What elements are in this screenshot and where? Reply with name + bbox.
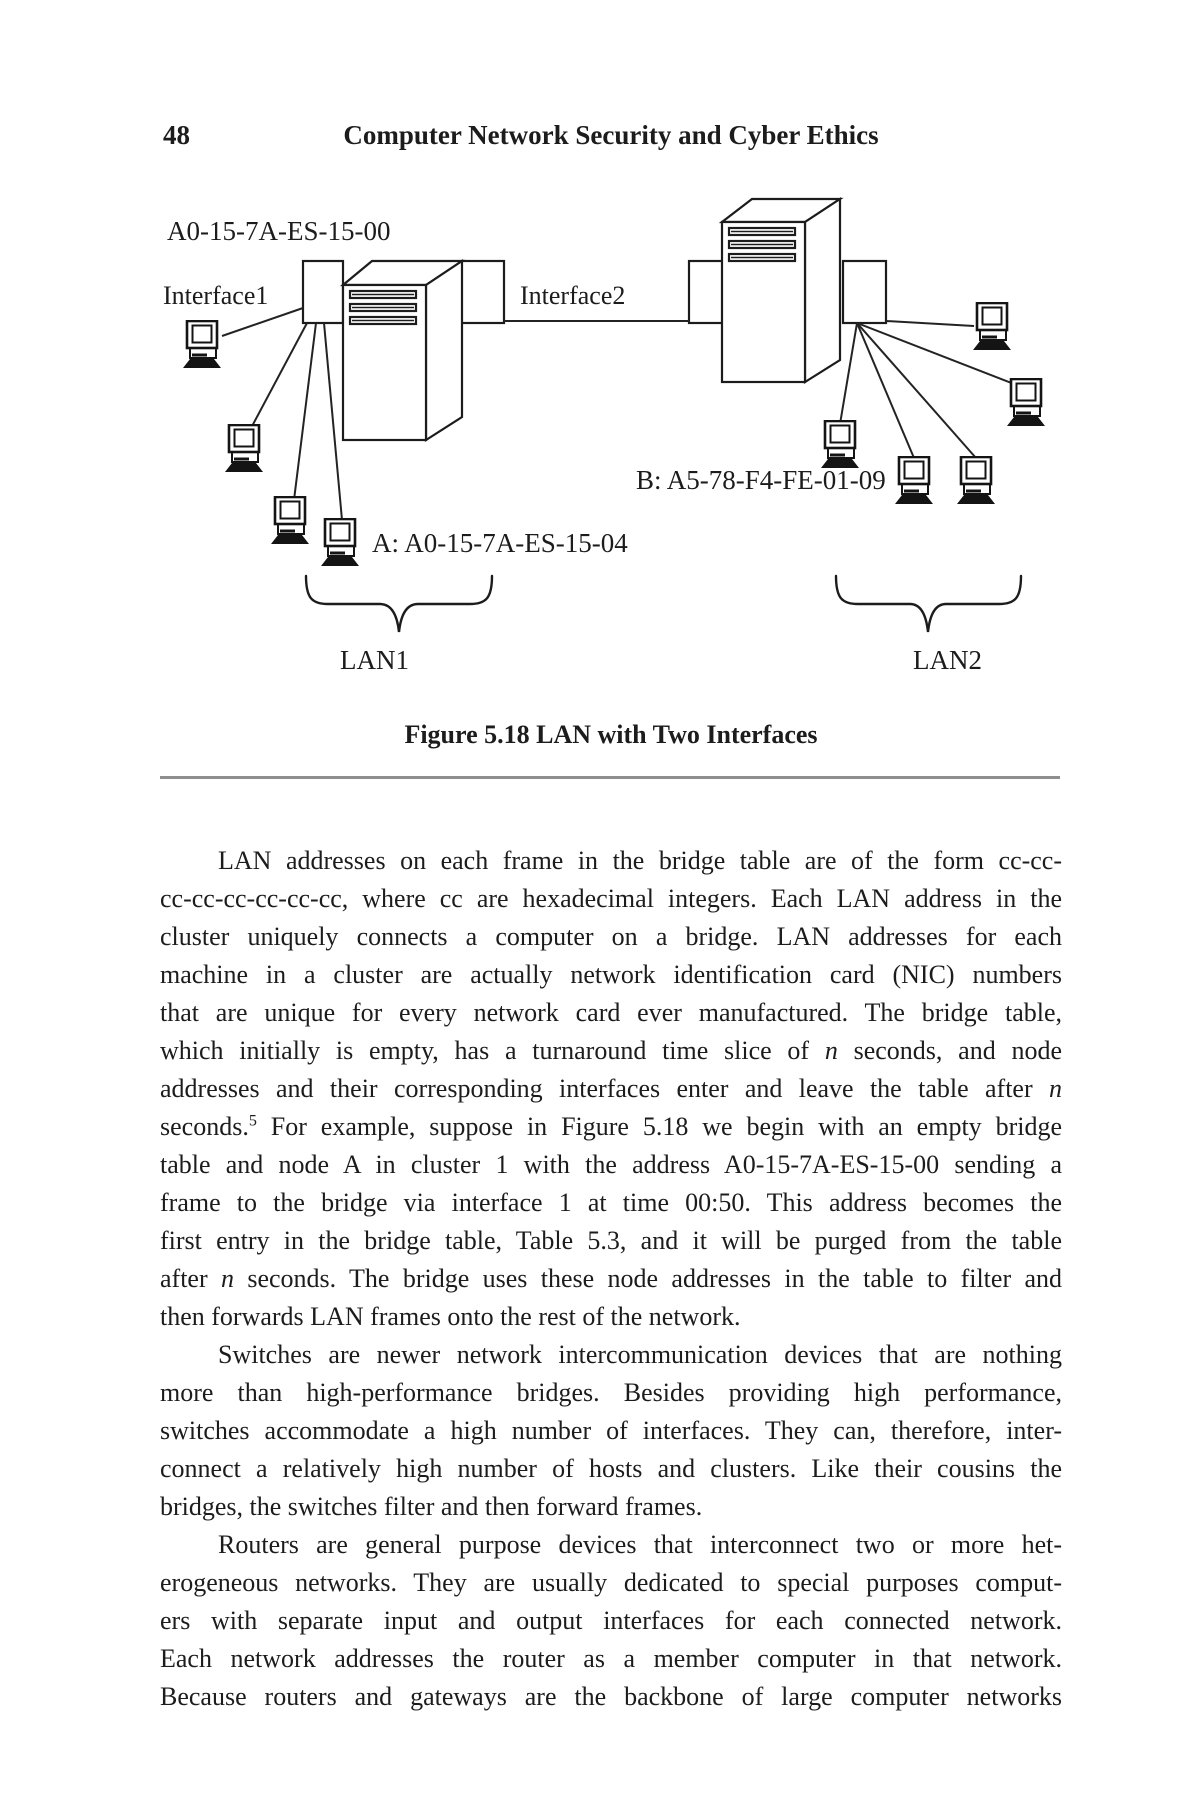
body-line: switches accommodate a high number of in… — [160, 1416, 1062, 1445]
body-line: Because routers and gateways are the bac… — [160, 1682, 1062, 1711]
lan1-label: LAN1 — [340, 645, 409, 675]
computer-icon — [955, 456, 997, 506]
body-line: LAN addresses on each frame in the bridg… — [218, 846, 1062, 875]
divider-rule — [160, 776, 1060, 779]
link-line — [249, 322, 308, 431]
bridge1-tower — [339, 258, 466, 443]
link-line — [839, 322, 858, 425]
body-line: more than high-performance bridges. Besi… — [160, 1378, 1062, 1407]
body-line: bridges, the switches filter and then fo… — [160, 1492, 703, 1521]
body-line: Each network addresses the router as a m… — [160, 1644, 1062, 1673]
link-line — [856, 322, 915, 459]
interface2-box — [841, 259, 888, 325]
interface2-label: Interface2 — [520, 281, 625, 310]
computer-icon — [1005, 378, 1047, 428]
computer-icon — [223, 424, 265, 474]
running-header: 48 Computer Network Security and Cyber E… — [160, 118, 1062, 152]
page-number: 48 — [163, 120, 190, 150]
lan1-brace — [304, 574, 494, 633]
link-line — [323, 322, 343, 521]
running-title: Computer Network Security and Cyber Ethi… — [343, 120, 879, 150]
body-line: addresses and their corresponding interf… — [160, 1074, 1062, 1103]
lan-diagram: A0-15-7A-ES-15-00 Interface1 Interface2 … — [163, 196, 1047, 675]
link-line — [293, 322, 317, 501]
computer-icon — [971, 302, 1013, 352]
computer-b-icon — [819, 420, 861, 470]
network-links — [221, 307, 1015, 521]
body-text: LAN addresses on each frame in the bridg… — [160, 842, 1062, 1716]
body-line: table and node A in cluster 1 with the a… — [160, 1150, 1062, 1179]
interface1-box — [301, 259, 345, 325]
body-line: Routers are general purpose devices that… — [218, 1530, 1062, 1559]
bridge2-tower — [718, 196, 844, 384]
node-a-label: A: A0-15-7A-ES-15-04 — [372, 528, 628, 558]
computer-icon — [269, 496, 311, 546]
lan1-computers — [181, 320, 361, 568]
body-line: cc-cc-cc-cc-cc-cc, where cc are hexadeci… — [160, 884, 1062, 913]
body-line: which initially is empty, has a turnarou… — [160, 1036, 1062, 1065]
figure-caption: Figure 5.18 LAN with Two Interfaces — [404, 720, 818, 749]
node-b-label: B: A5-78-F4-FE-01-09 — [636, 465, 886, 495]
computer-icon — [893, 456, 935, 506]
bridge1-address-label: A0-15-7A-ES-15-00 — [167, 216, 390, 246]
body-line: frame to the bridge via interface 1 at t… — [160, 1188, 1062, 1217]
lan2-label: LAN2 — [913, 645, 982, 675]
body-line: ers with separate input and output inter… — [160, 1606, 1062, 1635]
body-line: cluster uniquely connects a computer on … — [160, 922, 1062, 951]
body-line: seconds.5 For example, suppose in Figure… — [160, 1112, 1062, 1141]
interface1-label: Interface1 — [163, 281, 268, 310]
body-line: after n seconds. The bridge uses these n… — [160, 1264, 1062, 1293]
body-line: erogeneous networks. They are usually de… — [160, 1568, 1062, 1597]
computer-icon — [181, 320, 223, 370]
link-line — [856, 322, 1015, 385]
link-line — [856, 322, 977, 459]
bridge1-right-port-box — [459, 259, 506, 325]
body-line: first entry in the bridge table, Table 5… — [160, 1226, 1062, 1255]
link-line — [221, 307, 304, 337]
computer-a-icon — [319, 518, 361, 568]
body-line: Switches are newer network intercommunic… — [218, 1340, 1062, 1369]
lan2-brace — [834, 574, 1023, 633]
body-line: connect a relatively high number of host… — [160, 1454, 1062, 1483]
cluster-braces — [304, 574, 1023, 633]
body-line: then forwards LAN frames onto the rest o… — [160, 1302, 741, 1331]
body-line: machine in a cluster are actually networ… — [160, 960, 1062, 989]
link-line — [885, 320, 975, 327]
body-line: that are unique for every network card e… — [160, 998, 1062, 1027]
diagram-labels: A0-15-7A-ES-15-00 Interface1 Interface2 … — [163, 216, 982, 675]
